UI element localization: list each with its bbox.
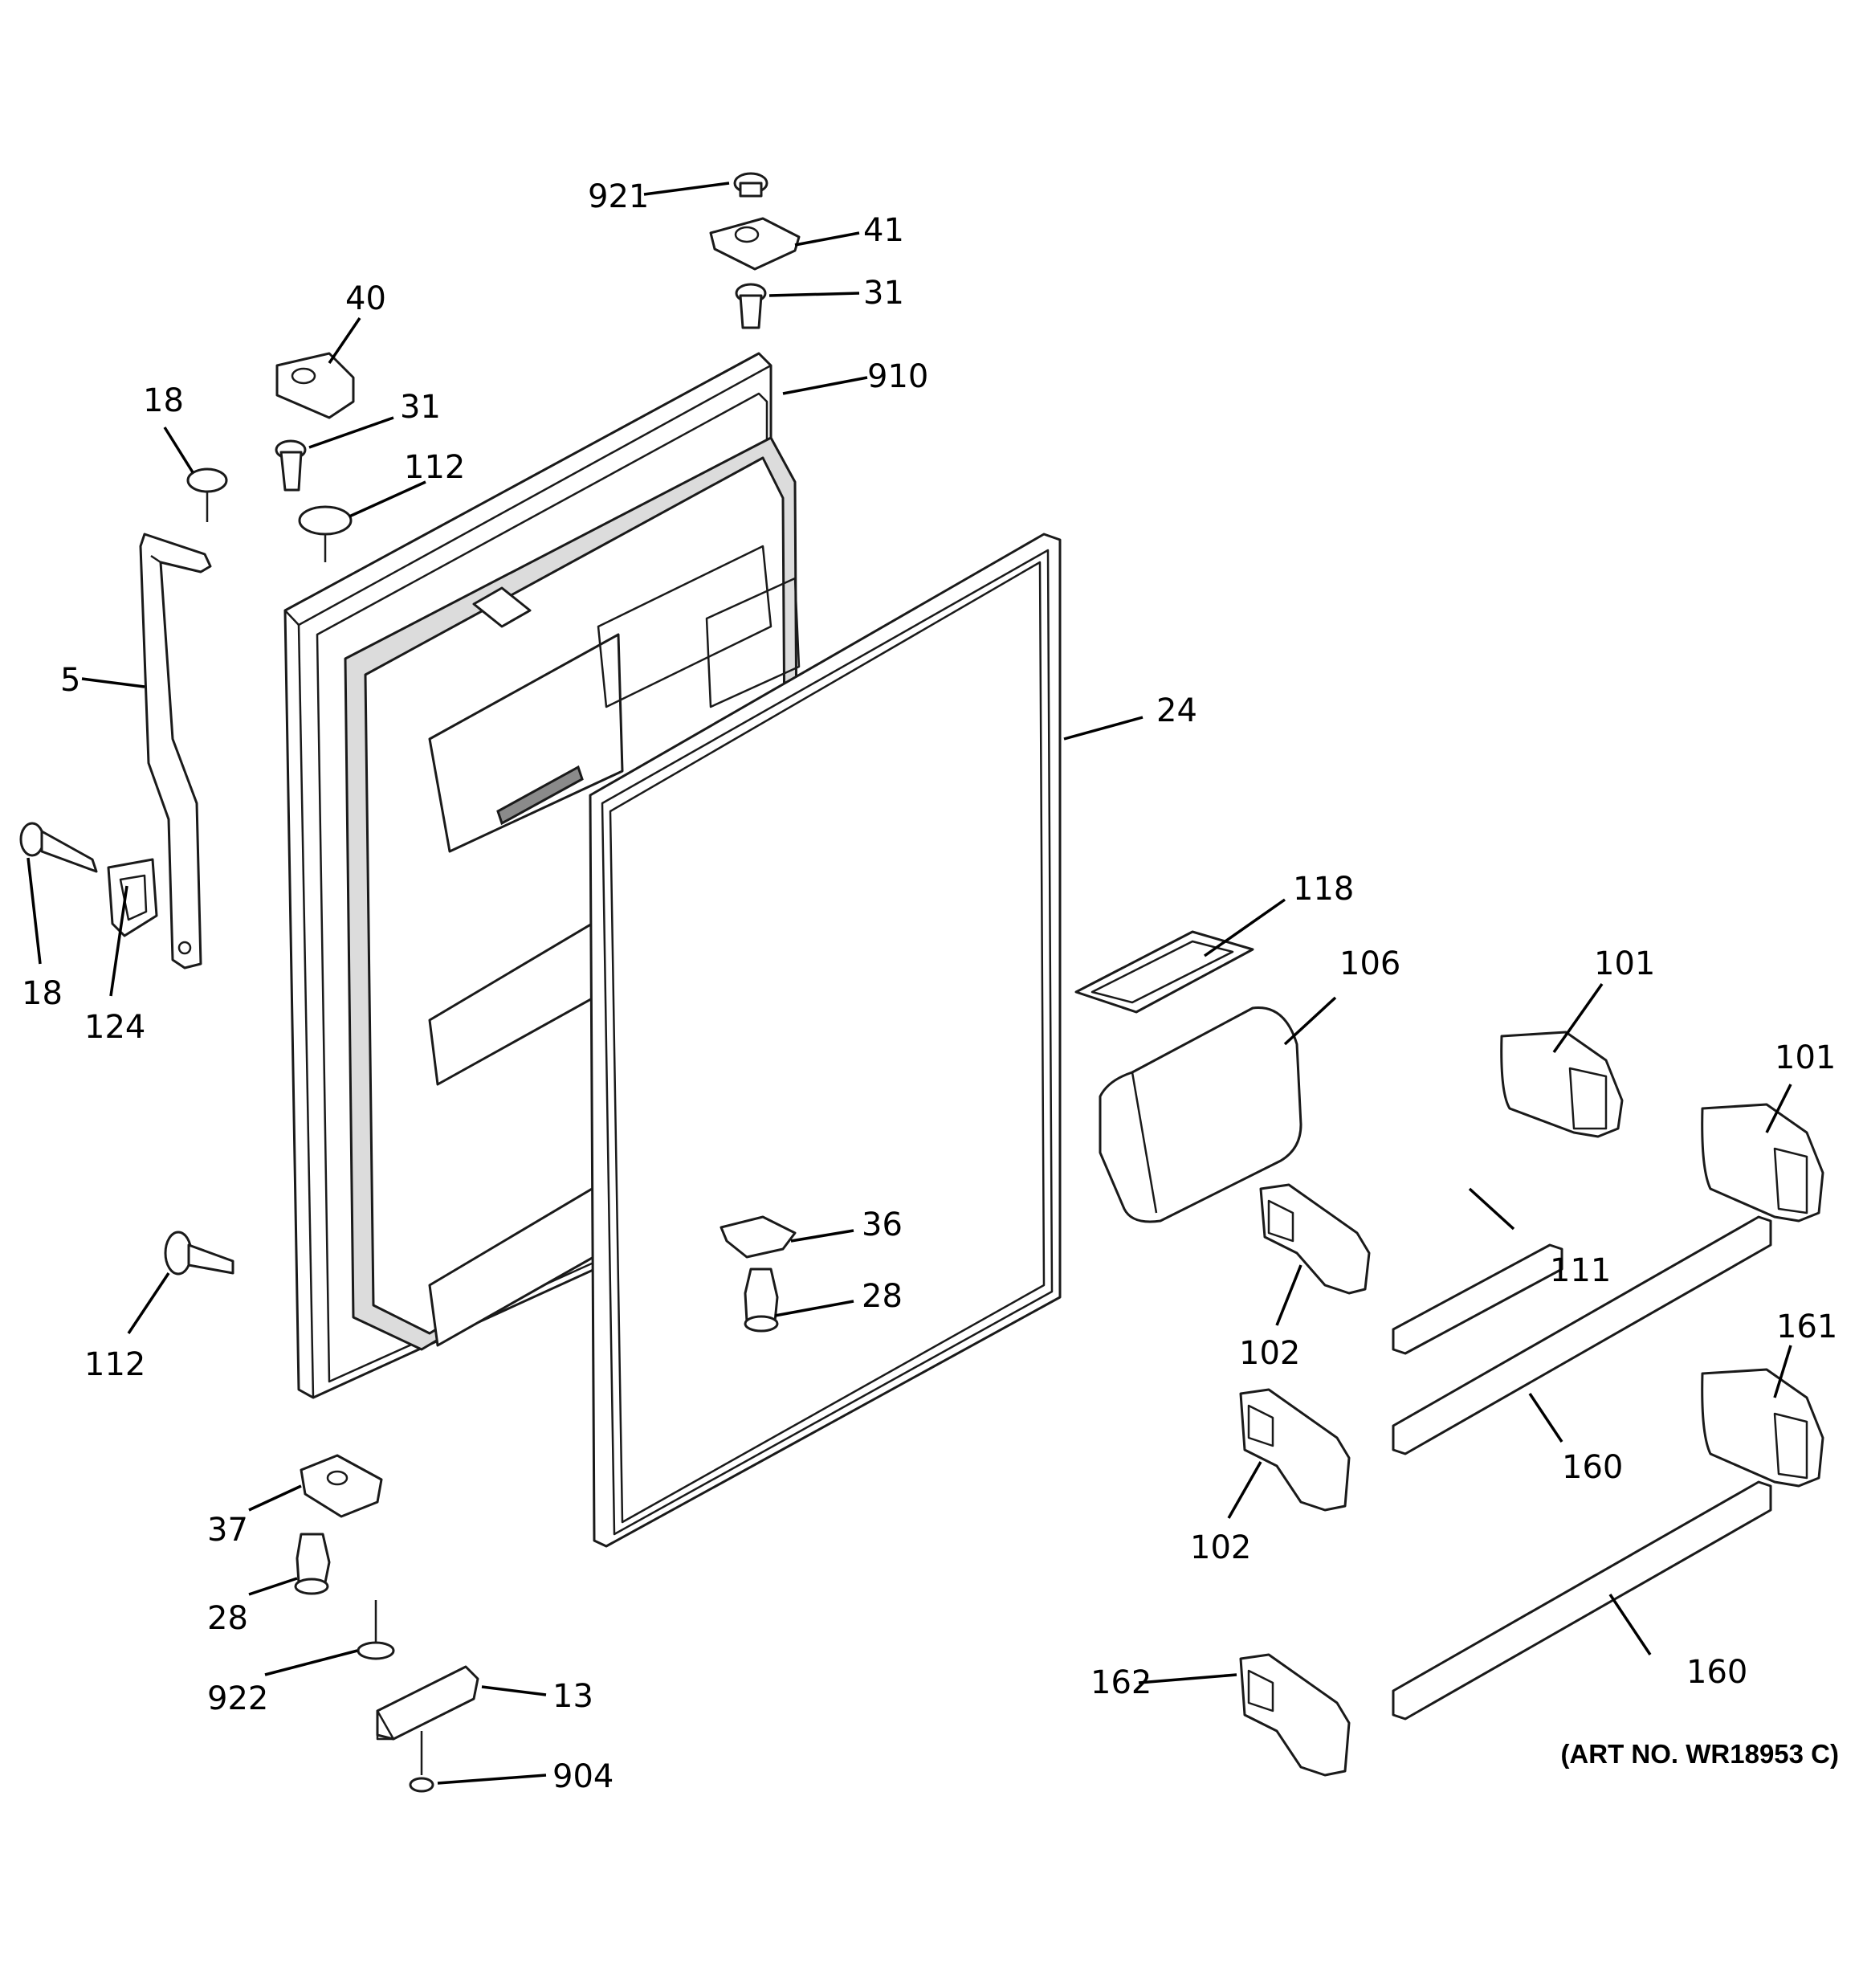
callout-40: 40 xyxy=(345,280,386,317)
callout-5: 5 xyxy=(60,662,80,699)
callout-36: 36 xyxy=(862,1206,903,1243)
callout-922: 922 xyxy=(207,1680,268,1717)
callout-31-left: 31 xyxy=(400,389,441,426)
callout-112-top: 112 xyxy=(404,449,465,486)
callout-112-left: 112 xyxy=(84,1346,145,1383)
callout-162: 162 xyxy=(1090,1664,1152,1701)
callout-106: 106 xyxy=(1339,945,1400,982)
hardware-parts xyxy=(19,172,801,1793)
callout-118: 118 xyxy=(1293,871,1354,908)
callout-111: 111 xyxy=(1550,1252,1611,1289)
callout-37: 37 xyxy=(207,1512,248,1549)
callout-102-upper: 102 xyxy=(1239,1335,1300,1372)
callout-31-top: 31 xyxy=(863,275,904,312)
callout-18-bottom: 18 xyxy=(22,975,63,1012)
callout-101-right: 101 xyxy=(1775,1039,1836,1076)
callout-24: 24 xyxy=(1156,692,1197,729)
callout-28-mid: 28 xyxy=(862,1278,903,1315)
callout-124: 124 xyxy=(84,1009,145,1046)
callout-160-upper: 160 xyxy=(1562,1449,1623,1486)
callout-921: 921 xyxy=(588,178,649,215)
callout-904: 904 xyxy=(552,1758,614,1795)
shelf-components xyxy=(1074,930,1824,1777)
callout-910: 910 xyxy=(867,358,928,395)
callout-18-top: 18 xyxy=(143,382,184,419)
callout-28-bottom: 28 xyxy=(207,1600,248,1637)
door-handle xyxy=(139,533,212,970)
callout-161: 161 xyxy=(1776,1308,1837,1345)
leader-lines xyxy=(26,182,1792,1785)
door-gasket xyxy=(589,533,1062,1548)
art-number: (ART NO. WR18953 C) xyxy=(1560,1739,1839,1769)
callout-160-lower: 160 xyxy=(1686,1654,1747,1691)
callout-13: 13 xyxy=(552,1678,593,1715)
callout-102-lower: 102 xyxy=(1190,1529,1251,1566)
callout-41: 41 xyxy=(863,212,904,249)
callout-labels: 921 41 31 910 40 31 18 112 5 24 18 124 1… xyxy=(22,178,1839,1795)
callout-101-upper: 101 xyxy=(1594,945,1655,982)
